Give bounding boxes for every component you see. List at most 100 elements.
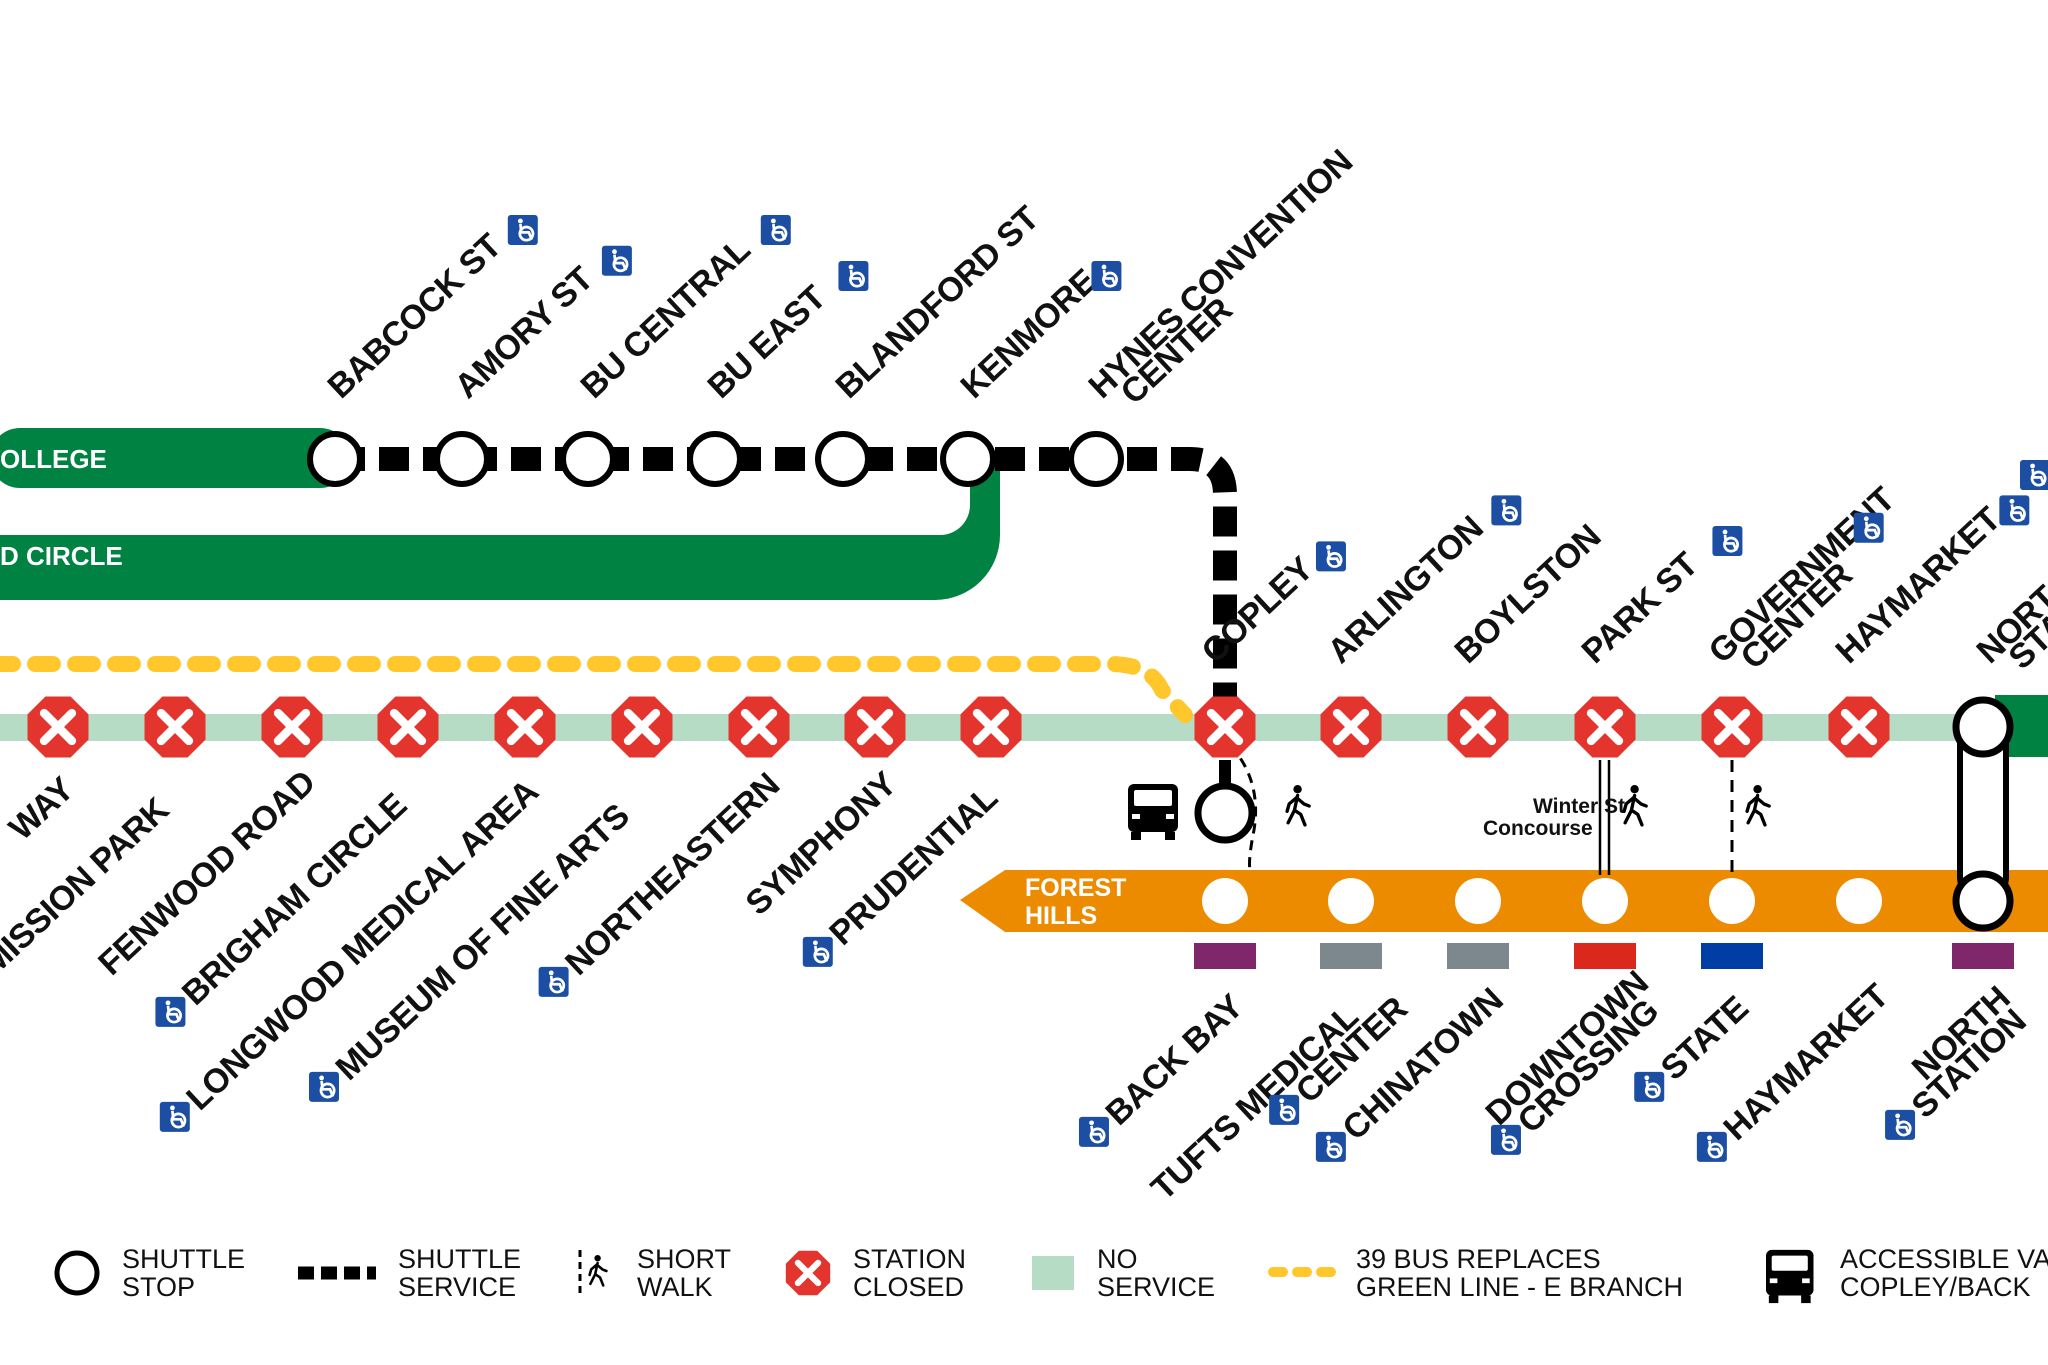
orange-station-circle <box>1455 878 1501 924</box>
station-closed-icon <box>27 696 89 758</box>
shuttle-service-line <box>335 447 1237 728</box>
winter-st-note-1: Winter St <box>1533 795 1625 818</box>
accessible-icon <box>1885 1109 1916 1140</box>
green-line-lower-band <box>0 455 1000 600</box>
shuttle-stop-circle <box>307 431 363 487</box>
station-closed-icon <box>494 696 556 758</box>
legend-label-1: STATION <box>853 1244 966 1274</box>
orange-station-label: TUFTS MEDICAL <box>1144 998 1365 1208</box>
connection-color-tag <box>1194 943 1256 969</box>
station-closed-icon <box>1447 696 1509 758</box>
accessible-icon <box>507 215 538 246</box>
station-closed-icon <box>1574 696 1636 758</box>
shuttle-stop-circle <box>940 431 996 487</box>
legend-label-2: WALK <box>637 1272 713 1302</box>
bus-39-route <box>0 656 1193 723</box>
station-closed-icon <box>611 696 673 758</box>
winter-st-note-2: Concourse <box>1483 817 1593 840</box>
accessible-van-icon <box>1128 784 1178 840</box>
orange-station-circle <box>1836 878 1882 924</box>
accessible-icon <box>159 1101 190 1132</box>
legend-label-1: SHORT <box>637 1244 731 1274</box>
accessible-icon <box>1315 541 1346 572</box>
accessible-icon <box>155 996 186 1027</box>
closed-station-label: PARK ST <box>1575 545 1706 671</box>
legend-label-2: GREEN LINE - E BRANCH <box>1356 1272 1683 1302</box>
copley-shuttle-stop <box>1194 782 1256 844</box>
walk-icon <box>1622 785 1648 827</box>
green-line-label-top: OLLEGE <box>0 444 107 474</box>
legend-no-service-icon <box>1032 1256 1074 1290</box>
orange-station-circle <box>1202 878 1248 924</box>
orange-station-circle <box>1709 878 1755 924</box>
shuttle-stop-circle <box>815 431 871 487</box>
legend-label-2: STOP <box>122 1272 195 1302</box>
orange-station-label: HAYMARKET <box>1716 976 1896 1147</box>
connection-color-tag <box>1701 943 1763 969</box>
legend-label-2: CLOSED <box>853 1272 964 1302</box>
accessible-icon <box>601 245 632 276</box>
orange-station-label: STATE <box>1654 989 1756 1088</box>
accessible-icon <box>802 936 833 967</box>
north-station-shuttle-stop-top <box>1952 696 2014 758</box>
connection-color-tag <box>1952 943 2014 969</box>
legend-label-2: COPLEY/BACK <box>1840 1272 2031 1302</box>
shuttle-stop-label: HYNES CONVENTION <box>1082 143 1360 406</box>
shuttle-stop-label: BLANDFORD ST <box>829 199 1047 406</box>
station-closed-icon <box>1828 696 1890 758</box>
accessible-icon <box>1853 512 1884 543</box>
accessible-icon <box>1315 1131 1346 1162</box>
accessible-icon <box>2020 460 2048 490</box>
connection-color-tag <box>1574 943 1636 969</box>
closed-station-label: BRIGHAM CIRCLE <box>175 786 414 1013</box>
station-closed-icon <box>144 696 206 758</box>
station-closed-icon <box>377 696 439 758</box>
legend-label-1: NO <box>1097 1244 1138 1274</box>
closed-station-label: FENWOOD ROAD <box>91 763 322 982</box>
legend-label-1: SHUTTLE <box>122 1244 245 1274</box>
walk-icon <box>1285 785 1311 827</box>
north-station-shuttle-stop-bottom <box>1952 870 2014 932</box>
legend-label-1: SHUTTLE <box>398 1244 521 1274</box>
forest-hills-label-2: HILLS <box>1025 902 1097 930</box>
connection-color-tag <box>1320 943 1382 969</box>
legend-label-2: SERVICE <box>1097 1272 1215 1302</box>
closed-station-label: NORTHEASTERN <box>558 766 787 983</box>
accessible-icon <box>1091 261 1122 292</box>
accessible-icon <box>538 966 569 997</box>
accessible-icon <box>760 215 791 246</box>
station-closed-icon <box>728 696 790 758</box>
walk-icon <box>1745 785 1771 827</box>
connection-color-tag <box>1447 943 1509 969</box>
shuttle-stop-circle <box>687 431 743 487</box>
shuttle-stop-circle <box>560 431 616 487</box>
station-closed-icon <box>844 696 906 758</box>
legend-label-2: SERVICE <box>398 1272 516 1302</box>
orange-station-circle <box>1328 878 1374 924</box>
green-line-upper-band <box>0 428 350 488</box>
accessible-icon <box>1078 1116 1109 1147</box>
legend: SHUTTLESTOPSHUTTLESERVICESHORTWALKSTATIO… <box>54 1244 2048 1304</box>
copley-walk-path <box>1228 743 1258 871</box>
orange-station-circle <box>1582 878 1628 924</box>
accessible-icon <box>1712 526 1743 557</box>
station-closed-icon <box>1194 696 1256 758</box>
legend-label-1: 39 BUS REPLACES <box>1356 1244 1601 1274</box>
green-line-label-bottom: D CIRCLE <box>0 541 123 571</box>
forest-hills-label-1: FOREST <box>1025 874 1126 902</box>
accessible-icon <box>1269 1094 1300 1125</box>
legend-label-1: ACCESSIBLE VA <box>1840 1244 2048 1274</box>
station-markers <box>27 431 2014 969</box>
station-closed-icon <box>960 696 1022 758</box>
legend-van-icon <box>1766 1249 1814 1304</box>
legend-station-closed-icon <box>785 1250 831 1296</box>
station-closed-icon <box>1320 696 1382 758</box>
accessible-icon <box>1696 1131 1727 1162</box>
legend-shuttle-stop-icon <box>54 1250 100 1296</box>
station-closed-icon <box>261 696 323 758</box>
accessible-icon <box>1634 1071 1665 1102</box>
station-closed-icon <box>1701 696 1763 758</box>
